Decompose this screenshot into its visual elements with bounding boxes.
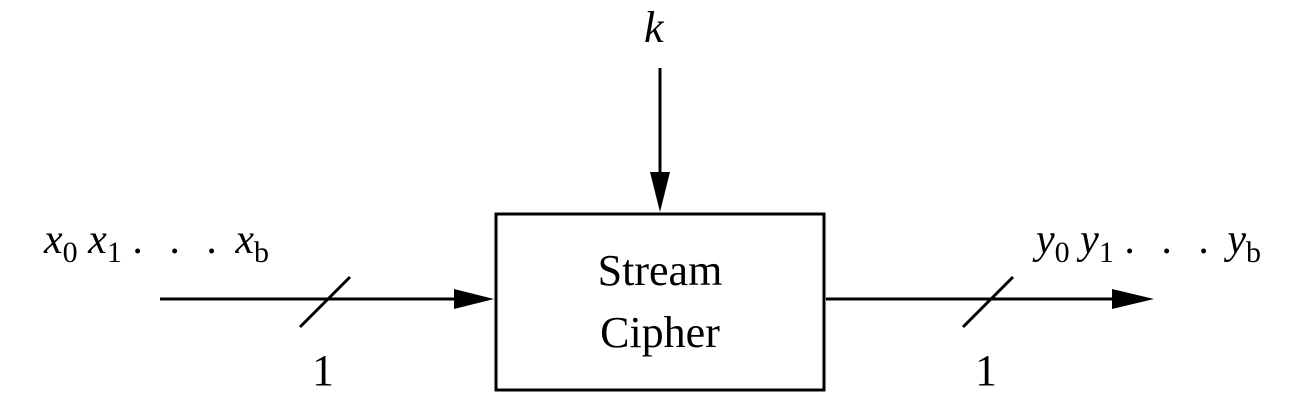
- input-subscript-0: 0: [62, 236, 78, 269]
- input-sequence-label: x0 x1 . . . xb: [44, 216, 269, 269]
- input-width-label: 1: [312, 346, 334, 395]
- output-symbol-0: y: [1036, 217, 1055, 263]
- input-subscript-b: b: [253, 236, 269, 269]
- output-width-label: 1: [975, 346, 997, 395]
- input-arrowhead: [454, 289, 494, 309]
- output-subscript-b: b: [1245, 236, 1261, 269]
- input-width-slash: [298, 275, 352, 329]
- input-subscript-1: 1: [106, 236, 122, 269]
- input-symbol-b: x: [235, 217, 254, 263]
- output-width-slash: [961, 275, 1015, 329]
- output-symbol-1: y: [1080, 217, 1099, 263]
- key-arrowhead: [650, 172, 670, 212]
- stream-cipher-label-line2: Cipher: [600, 308, 720, 357]
- output-ellipsis: . . .: [1124, 217, 1217, 263]
- stream-cipher-box: [494, 212, 826, 392]
- output-sequence-label: y0 y1 . . . yb: [1036, 216, 1261, 269]
- stream-cipher-label: Stream Cipher: [496, 214, 824, 390]
- output-symbol-b: y: [1227, 217, 1246, 263]
- output-subscript-0: 0: [1054, 236, 1070, 269]
- input-symbol-0: x: [44, 217, 63, 263]
- key-label: k: [644, 3, 664, 52]
- input-ellipsis: . . .: [132, 217, 225, 263]
- output-subscript-1: 1: [1098, 236, 1114, 269]
- input-symbol-1: x: [88, 217, 107, 263]
- output-arrowhead: [1112, 289, 1154, 309]
- stream-cipher-label-line1: Stream: [597, 246, 723, 295]
